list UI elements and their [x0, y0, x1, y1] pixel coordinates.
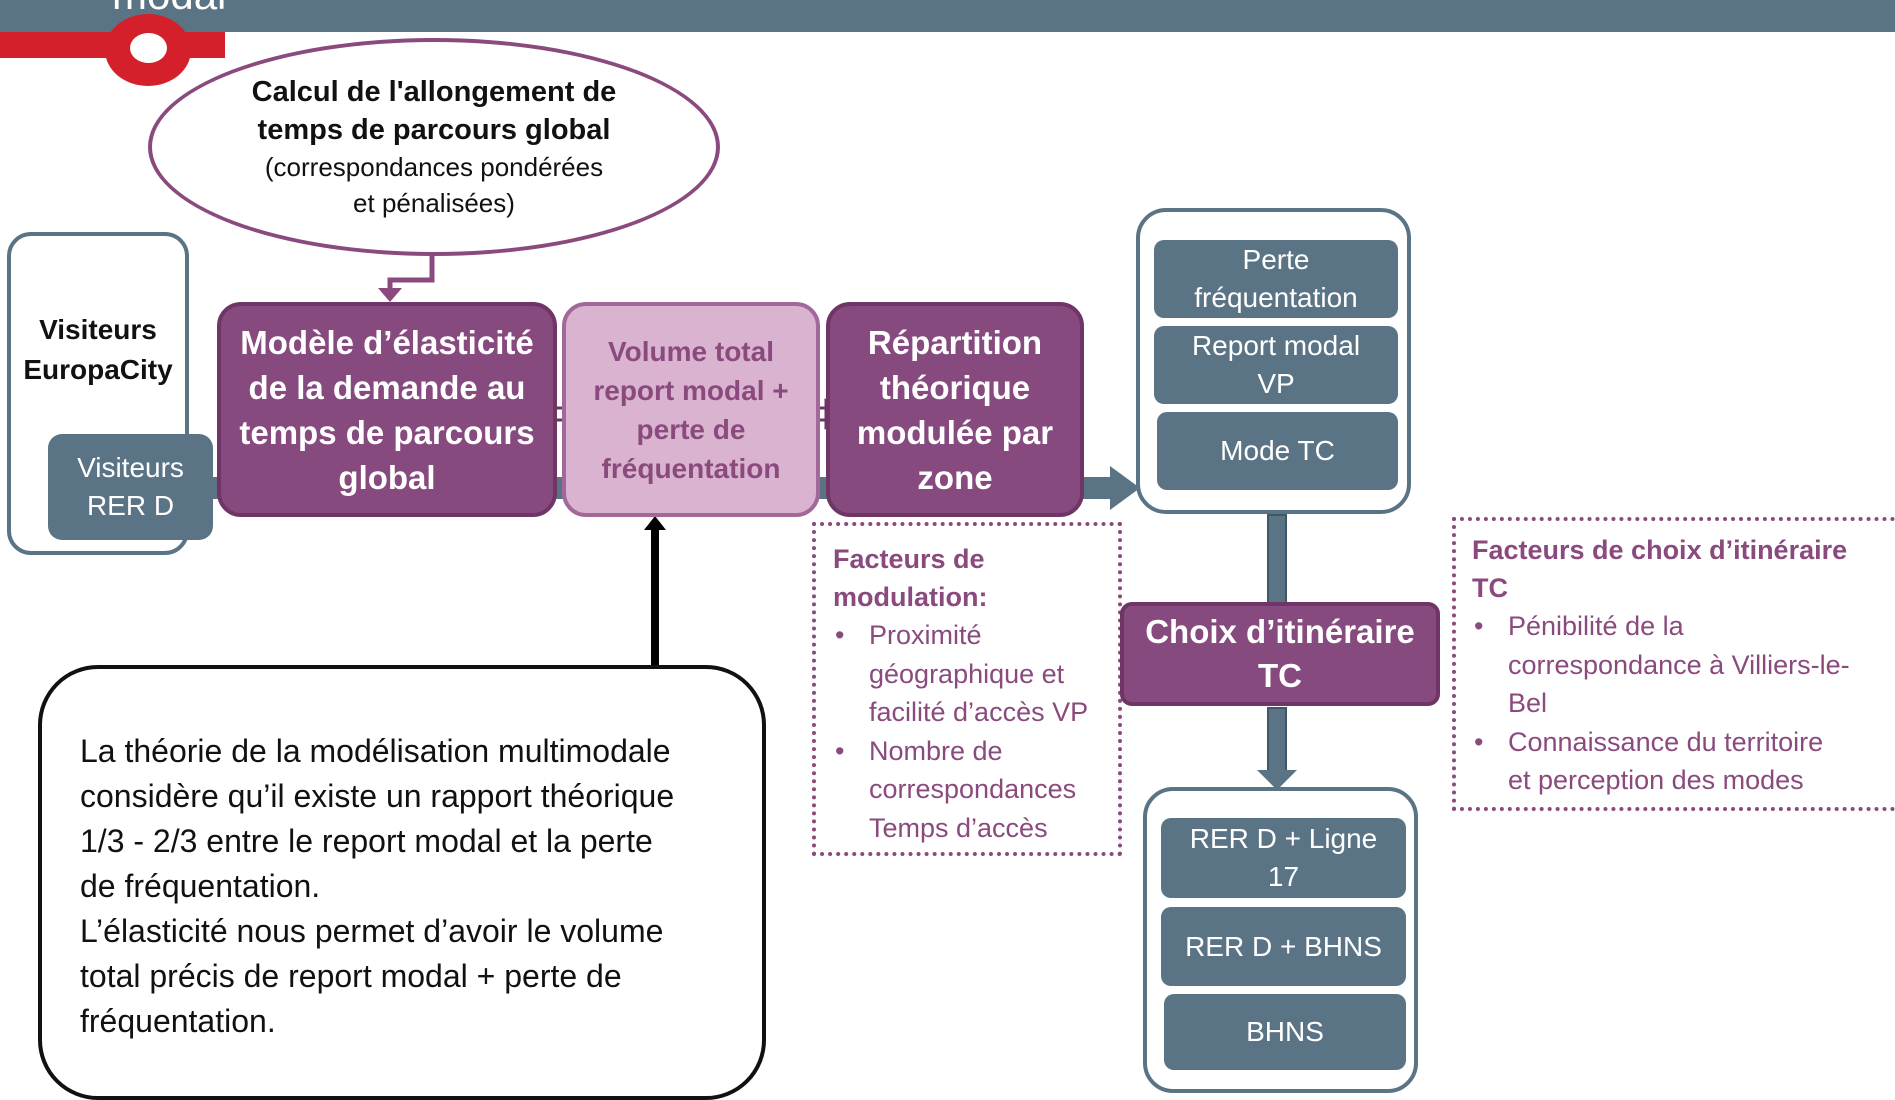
itinerary-item1-line3: Bel — [1508, 688, 1548, 718]
calc-bubble: Calcul de l'allongement de temps de parc… — [148, 38, 720, 256]
calc-bubble-line1: Calcul de l'allongement de — [251, 76, 617, 108]
calc-bubble-line3: (correspondances pondérées — [264, 152, 604, 182]
route-r1-line2: 17 — [1267, 861, 1300, 892]
itinerary-factors-box: Facteurs de choix d’itinéraire TC • Péni… — [1452, 517, 1895, 811]
outcome-mode-tc-label: Mode TC — [1220, 435, 1335, 466]
modulation-item2-line2: correspondances — [869, 774, 1077, 804]
note-connector-arrowhead — [644, 516, 666, 530]
modulation-list: • Proximité géographique et facilité d’a… — [833, 616, 1108, 847]
header-title-fragment: modal — [112, 0, 226, 16]
modulation-title-line1: Facteurs de — [833, 544, 985, 574]
modulation-item2-line1: Nombre de — [869, 735, 1003, 766]
itinerary-item-penibilite: • Pénibilité de la correspondance à Vill… — [1472, 607, 1889, 723]
outcome-to-choice-connector — [1267, 514, 1287, 606]
bullet-icon: • — [1474, 726, 1484, 757]
route-rer-d-ligne-17: RER D + Ligne 17 — [1161, 818, 1406, 898]
visitors-line2: EuropaCity — [23, 354, 173, 385]
outcome-mode-tc: Mode TC — [1157, 412, 1398, 490]
bullet-icon: • — [835, 735, 845, 766]
choix-itineraire-line1: Choix d’itinéraire — [1145, 613, 1415, 650]
modulation-factors-box: Facteurs de modulation: • Proximité géog… — [812, 522, 1122, 856]
note-line1: La théorie de la modélisation multimodal… — [80, 733, 671, 769]
outcome-report-modal-vp: Report modal VP — [1154, 326, 1398, 404]
route-bhns: BHNS — [1164, 994, 1406, 1070]
choice-to-routes-connector — [1267, 707, 1287, 777]
header-bar — [0, 0, 1895, 32]
bullet-icon: • — [835, 620, 845, 650]
modulation-item-correspondances: • Nombre de correspondances Temps d’accè… — [833, 732, 1108, 848]
visitors-rer-box: Visiteurs RER D — [48, 434, 213, 540]
route-rer-d-bhns: RER D + BHNS — [1161, 907, 1406, 986]
modulation-item1-line3: facilité d’accès VP — [869, 697, 1089, 727]
visitors-rer-line2: RER D — [86, 490, 175, 521]
modulation-item1-line1: Proximité — [869, 620, 982, 650]
outcome-perte-frequentation: Perte fréquentation — [1154, 240, 1398, 318]
brand-logo-hole — [130, 33, 167, 63]
choix-itineraire-box: Choix d’itinéraire TC — [1120, 602, 1440, 706]
repartition-label: Répartition théorique modulée par zone — [856, 323, 1054, 496]
outcome-report-line1: Report modal — [1191, 330, 1361, 361]
modulation-title-line2: modulation: — [833, 582, 988, 612]
bullet-icon: • — [1474, 611, 1484, 641]
itinerary-title-line1: Facteurs de choix d’itinéraire — [1472, 535, 1848, 565]
choice-to-routes-arrowhead — [1257, 770, 1297, 790]
itinerary-title-line2: TC — [1472, 573, 1508, 603]
route-r1-line1: RER D + Ligne — [1189, 823, 1378, 854]
visitors-line1: Visiteurs — [39, 314, 157, 345]
calc-bubble-line4: et pénalisées) — [353, 188, 515, 218]
modulation-item1-line2: géographique et — [869, 658, 1065, 689]
itinerary-item1-line2: correspondance à Villiers-le- — [1508, 649, 1850, 680]
note-line6: total précis de report modal + perte de — [80, 958, 622, 994]
calc-bubble-line2: temps de parcours global — [257, 114, 611, 146]
theory-note: La théorie de la modélisation multimodal… — [38, 665, 766, 1100]
modulation-item-proximite: • Proximité géographique et facilité d’a… — [833, 616, 1108, 732]
visitors-label: Visiteurs EuropaCity — [7, 310, 189, 390]
elasticity-model-label: Modèle d’élasticité de la demande au tem… — [239, 323, 535, 496]
route-r3-label: BHNS — [1246, 1016, 1324, 1047]
outcome-perte-line1: Perte — [1242, 244, 1310, 275]
volume-total-box: Volume total report modal + perte de fré… — [562, 302, 820, 517]
itinerary-item2-line2: et perception des modes — [1508, 765, 1804, 795]
choix-itineraire-line2: TC — [1258, 657, 1302, 694]
route-r2-label: RER D + BHNS — [1185, 930, 1382, 962]
itinerary-item1-line1: Pénibilité de la — [1508, 611, 1684, 641]
itinerary-item-connaissance: • Connaissance du territoire et percepti… — [1472, 723, 1889, 800]
repartition-box: Répartition théorique modulée par zone — [826, 302, 1084, 517]
note-line4: de fréquentation. — [80, 868, 321, 904]
note-line2: considère qu’il existe un rapport théori… — [80, 778, 675, 814]
itinerary-list: • Pénibilité de la correspondance à Vill… — [1472, 607, 1889, 800]
outcome-report-line2: VP — [1257, 368, 1295, 399]
volume-total-label: Volume total report modal + perte de fré… — [593, 335, 789, 484]
outcome-perte-line2: fréquentation — [1194, 282, 1358, 313]
modulation-item2-line3: Temps d’accès — [869, 812, 1048, 843]
visitors-rer-line1: Visiteurs — [77, 452, 184, 483]
elasticity-model-box: Modèle d’élasticité de la demande au tem… — [217, 302, 557, 517]
note-line7: fréquentation. — [80, 1003, 276, 1039]
note-line5: L’élasticité nous permet d’avoir le volu… — [80, 913, 664, 949]
note-line3: 1/3 - 2/3 entre le report modal et la pe… — [80, 823, 653, 859]
itinerary-item2-line1: Connaissance du territoire — [1508, 726, 1824, 757]
bubble-connector-arrowhead — [378, 288, 402, 302]
